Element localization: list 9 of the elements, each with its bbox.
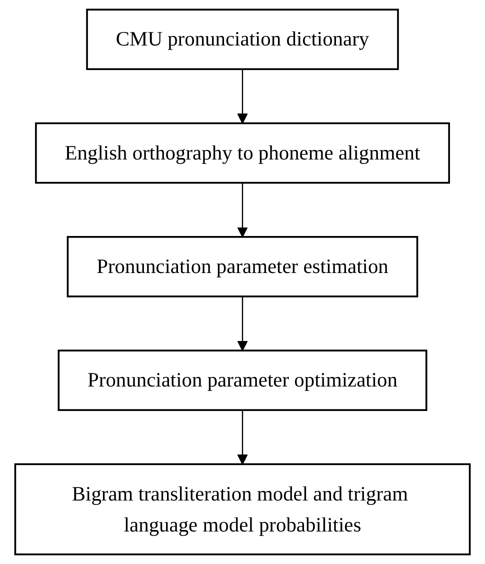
node-box: English orthography to phoneme alignment (35, 122, 450, 184)
arrow (237, 296, 248, 352)
node-box: CMU pronunciation dictionary (86, 8, 399, 70)
arrow (237, 182, 248, 238)
node-box: Pronunciation parameter optimization (58, 350, 428, 411)
node-box: Pronunciation parameter estimation (66, 236, 418, 298)
arrow (237, 410, 248, 465)
arrow (237, 69, 248, 124)
node-box: Bigram transliteration model and trigram language model probabilities (14, 463, 471, 556)
